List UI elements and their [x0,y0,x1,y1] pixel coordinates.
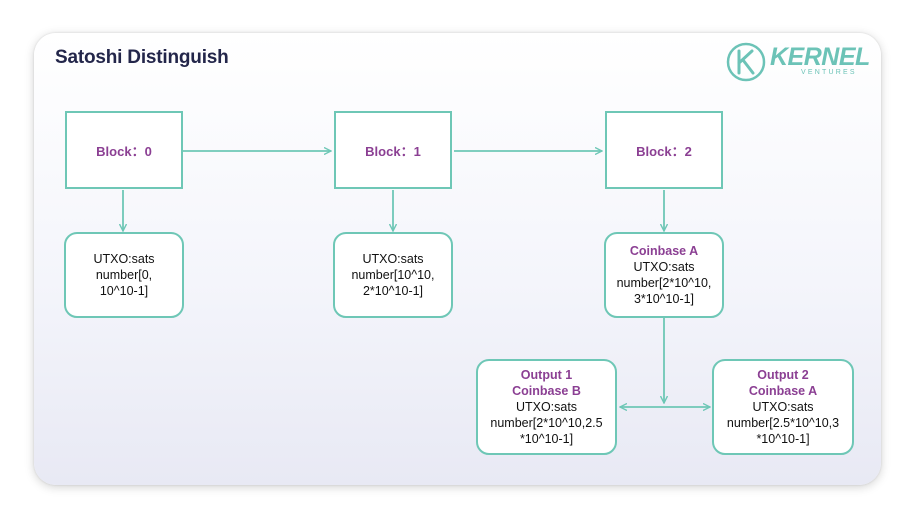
utxo-line: number[2*10^10,2.5 [490,416,603,430]
utxo-box-block0: UTXO:sats number[0, 10^10-1] [64,232,184,318]
diagram-connectors [34,33,881,485]
output-heading: Output 1 [520,368,573,382]
utxo-line: number[2.5*10^10,3 [726,416,840,430]
output-1-box: Output 1 Coinbase B UTXO:sats number[2*1… [476,359,617,455]
slide-card: Satoshi Distinguish KERNEL VENTURES Bloc… [34,33,881,485]
logo-subtitle: VENTURES [801,69,857,76]
block-label: Block：2 [636,143,692,159]
block-label: Block：1 [365,143,421,159]
coinbase-heading: Coinbase A [629,244,699,258]
block-2: Block：2 [605,111,723,189]
utxo-line: 3*10^10-1] [633,292,695,306]
utxo-line: number[10^10, [351,268,435,282]
utxo-line: UTXO:sats [362,252,424,266]
logo-wordmark: KERNEL [770,43,870,71]
coinbase-a-box: Coinbase A UTXO:sats number[2*10^10, 3*1… [604,232,724,318]
utxo-line: UTXO:sats [752,400,814,414]
kernel-k-icon [726,42,766,82]
utxo-line: number[2*10^10, [616,276,712,290]
utxo-line: UTXO:sats [93,252,155,266]
output-heading: Output 2 [757,368,809,382]
coinbase-heading: Coinbase A [748,384,818,398]
utxo-line: *10^10-1] [519,432,574,446]
utxo-line: number[0, [95,268,153,282]
utxo-box-block1: UTXO:sats number[10^10, 2*10^10-1] [333,232,453,318]
utxo-line: UTXO:sats [633,260,695,274]
block-label: Block：0 [96,143,152,159]
utxo-line: 2*10^10-1] [362,284,424,298]
utxo-line: UTXO:sats [515,400,578,414]
block-1: Block：1 [334,111,452,189]
block-0: Block：0 [65,111,183,189]
coinbase-heading: Coinbase B [512,384,581,398]
utxo-line: *10^10-1] [756,432,810,446]
kernel-ventures-logo: KERNEL VENTURES [724,38,874,86]
utxo-line: 10^10-1] [99,284,149,298]
slide-title: Satoshi Distinguish [55,47,229,68]
output-2-box: Output 2 Coinbase A UTXO:sats number[2.5… [712,359,854,455]
